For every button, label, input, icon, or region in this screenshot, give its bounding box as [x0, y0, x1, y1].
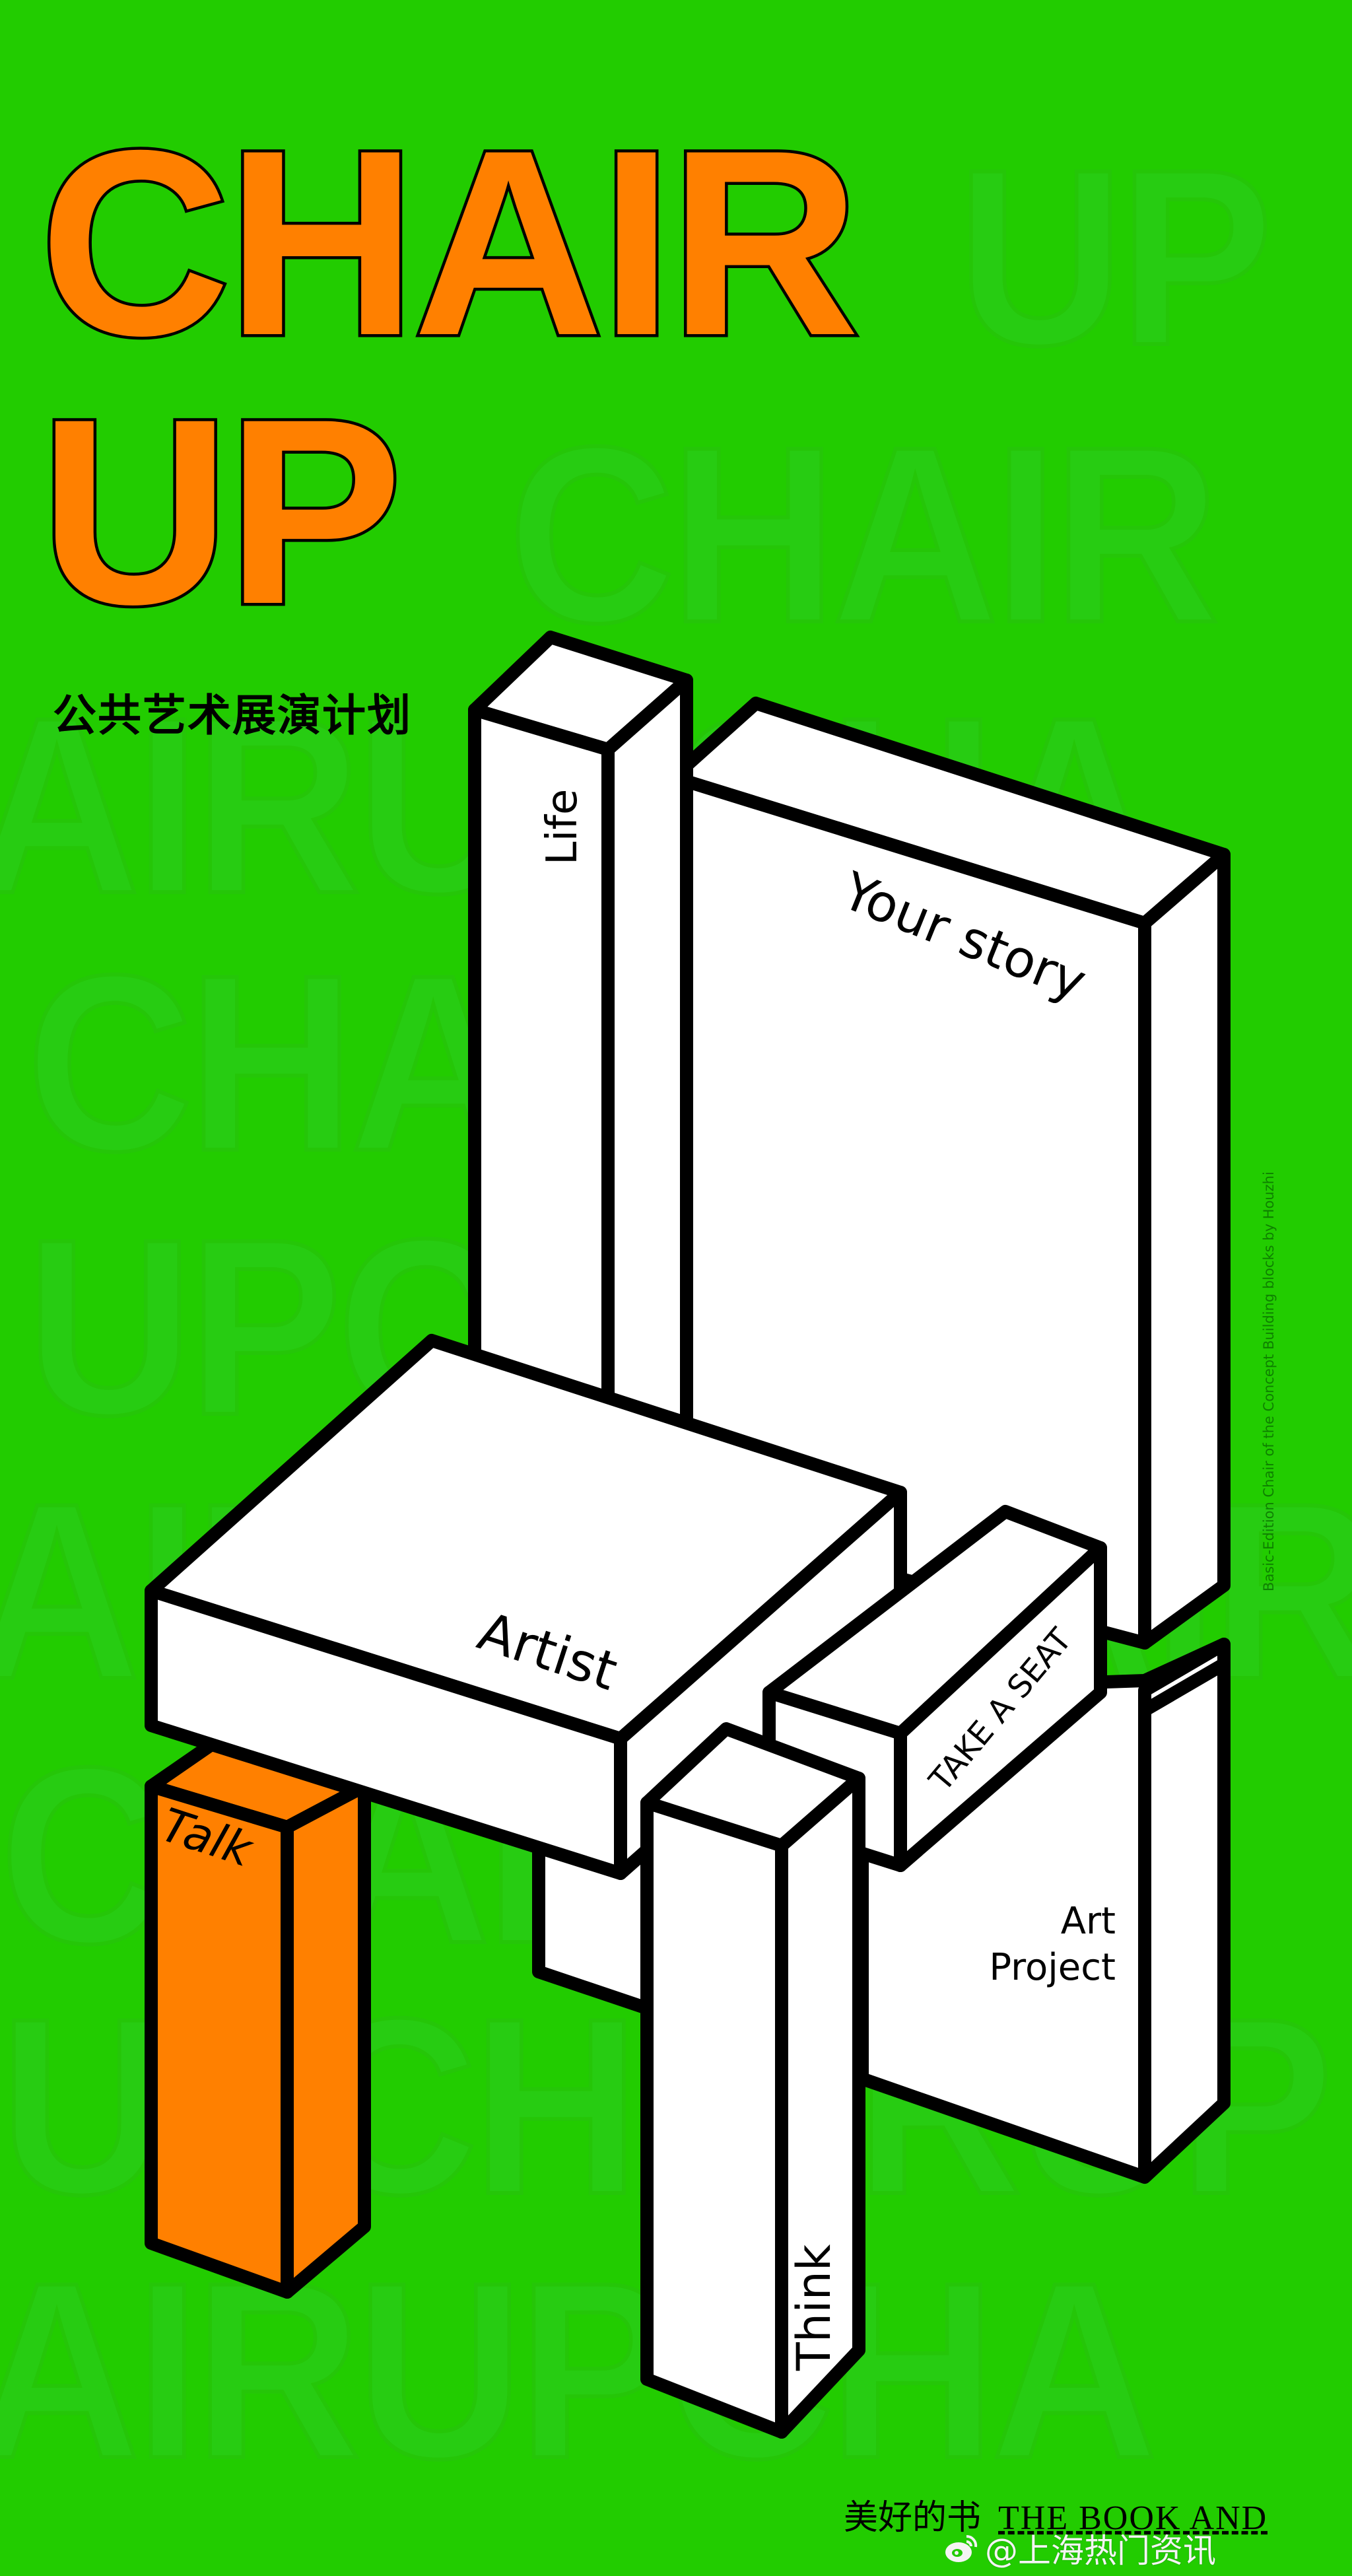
- your-story-block: [667, 697, 1231, 1650]
- label-art-line2: Project: [989, 1946, 1116, 1989]
- brand-chinese: 美好的书: [844, 2498, 982, 2538]
- life-block: [468, 631, 693, 1459]
- title-line-1: CHAIR: [37, 95, 863, 390]
- talk-leg-block: [145, 1735, 371, 2299]
- title-line-2: UP: [37, 364, 406, 659]
- brand-english: THE BOOK AND: [998, 2499, 1268, 2537]
- label-life: Life: [538, 788, 587, 865]
- weibo-icon: [943, 2532, 980, 2564]
- label-think: Think: [787, 2244, 841, 2371]
- label-art-line1: Art: [1060, 1900, 1116, 1943]
- footer-brand: 美好的书 THE BOOK AND: [844, 2489, 1268, 2539]
- watermark-row: CHAIR: [506, 394, 1221, 675]
- credit-vertical: Basic-Edition Chair of the Concept Build…: [1261, 1171, 1277, 1591]
- weibo-watermark: @上海热门资讯: [943, 2524, 1216, 2572]
- watermark-row: UP: [955, 117, 1275, 398]
- weibo-handle: @上海热门资讯: [985, 2532, 1216, 2570]
- artist-seat-block: [145, 1334, 907, 1880]
- subtitle-chinese: 公共艺术展演计划: [53, 690, 412, 741]
- watermark-row: AIRUPCHA: [0, 2230, 1159, 2511]
- take-a-seat-block: [762, 1505, 1107, 1872]
- label-art-project: Art Project: [977, 1898, 1116, 1991]
- think-leg-block: [640, 1722, 865, 2439]
